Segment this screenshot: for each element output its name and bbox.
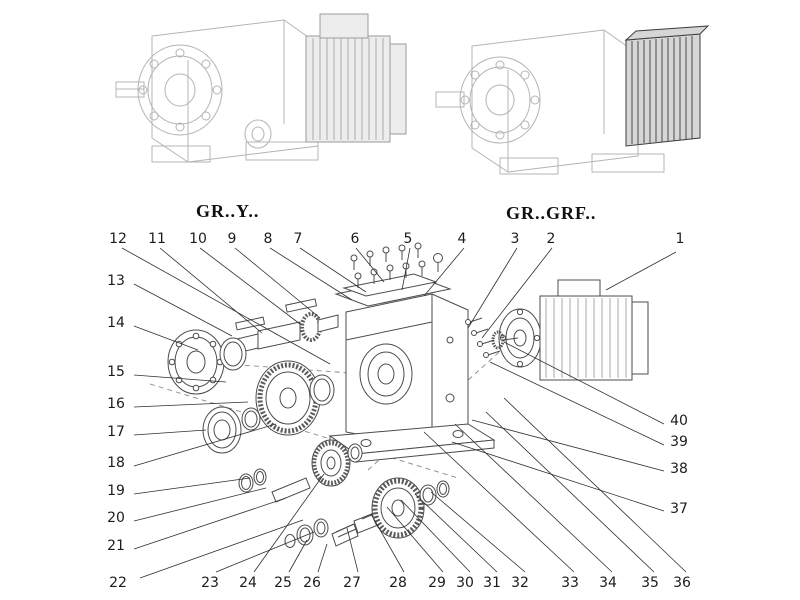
callout-number: 17 [107,424,125,440]
callout-number: 13 [107,273,125,289]
callout-number: 29 [428,575,446,591]
callout-number: 34 [599,575,617,591]
callout-number: 35 [641,575,659,591]
callout-number: 32 [511,575,529,591]
motor [491,279,649,381]
motor-mount-bolts [465,317,501,358]
model-label-gry: GR..Y.. [196,201,260,221]
callout-number: 12 [109,231,127,247]
assembled-drawing-gry [115,13,407,163]
callout-number: 19 [107,483,125,499]
intermediate-shaft-assembly [238,439,363,503]
callout-number: 30 [456,575,474,591]
leader-lines [121,247,687,579]
callout-number: 21 [107,538,125,554]
callout-number: 31 [483,575,501,591]
model-label-grgrf: GR..GRF.. [506,203,597,223]
callout-number: 7 [293,231,303,247]
output-flange [167,329,247,395]
callout-number: 14 [107,315,125,331]
motor-body-gry [305,13,407,143]
first-stage-gear [255,360,335,436]
callout-number: 5 [403,231,413,247]
callout-number: 9 [227,231,237,247]
fan-cover-block-grgrf [624,25,710,147]
callout-number: 26 [303,575,321,591]
callout-number: 11 [148,231,166,247]
fan-cover-fins-grgrf [631,36,693,144]
cover-bolts [350,242,443,288]
callout-number: 22 [109,575,127,591]
callout-number: 18 [107,455,125,471]
callout-number: 38 [670,461,688,477]
callout-number: 39 [670,434,688,450]
callout-number: 4 [457,231,467,247]
callout-number: 1 [675,231,685,247]
callout-number: 15 [107,364,125,380]
callout-number: 23 [201,575,219,591]
callout-number: 10 [189,231,207,247]
bearing-and-washers-left [202,406,261,454]
callout-number: 16 [107,396,125,412]
callout-number: 6 [350,231,360,247]
callout-number: 20 [107,510,125,526]
callout-number: 27 [343,575,361,591]
gearbox-housing [328,293,496,463]
assembled-drawing-grgrf [435,25,710,175]
output-shaft-assembly [284,477,450,548]
motor-fins-gry [312,38,384,140]
callout-number: 2 [546,231,556,247]
callout-number: 37 [670,501,688,517]
callout-number: 3 [510,231,520,247]
callout-number: 40 [670,413,688,429]
callout-number: 28 [389,575,407,591]
callout-number: 25 [274,575,292,591]
exploded-view [149,242,649,548]
callout-number: 36 [673,575,691,591]
callout-number: 8 [263,231,273,247]
callout-number: 24 [239,575,257,591]
callout-number: 33 [561,575,579,591]
